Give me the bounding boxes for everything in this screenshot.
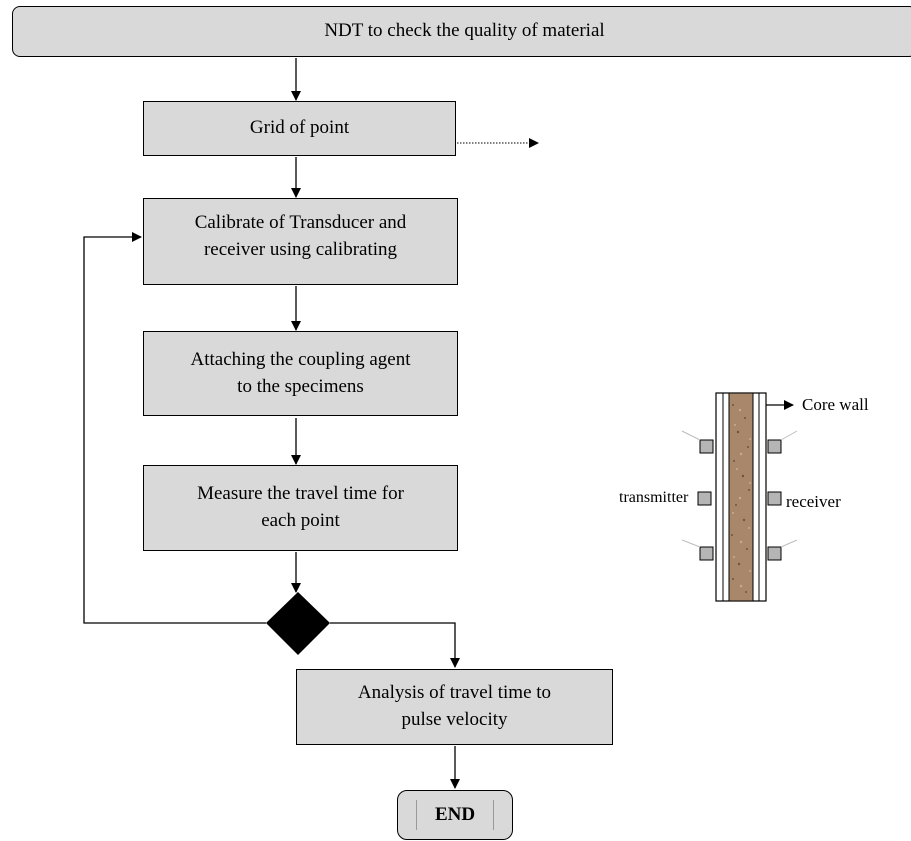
title-box: NDT to check the quality of material (12, 6, 911, 57)
right-pad-mid (767, 491, 782, 506)
end-text: END (415, 799, 495, 831)
measure-text-line1: Measure the travel time for (197, 483, 404, 505)
arrow-decision-to-analysis (330, 622, 460, 668)
calibrate-text-line2: receiver using calibrating (203, 238, 398, 260)
core-wall-label: Core wall (802, 395, 869, 414)
attach-text-line2: to the specimens (237, 375, 364, 397)
calibrate-box: Calibrate of Transducer and receiver usi… (143, 198, 458, 285)
left-pad-mid (697, 491, 712, 506)
decision-diamond (266, 592, 330, 655)
attach-text-line1: Attaching the coupling agent (190, 348, 411, 370)
grid-of-point-box: Grid of point (143, 101, 456, 156)
analysis-box: Analysis of travel time to pulse velocit… (296, 669, 613, 745)
attach-coupling-box: Attaching the coupling agent to the spec… (143, 331, 458, 416)
transmitter-label: transmitter (619, 489, 689, 506)
specimen-drawing (681, 392, 798, 602)
measure-travel-time-box: Measure the travel time for each point (143, 465, 458, 551)
end-terminator: END (397, 790, 513, 840)
measure-text-line2: each point (261, 510, 340, 531)
left-pad-bottom (699, 546, 714, 561)
analysis-text-line1: Analysis of travel time to (357, 682, 552, 704)
analysis-text-line2: pulse velocity (401, 709, 508, 730)
right-pad-top (767, 439, 782, 454)
left-pad-top (699, 439, 714, 454)
calibrate-text-line1: Calibrate of Transducer and (194, 212, 407, 233)
grid-of-point-text: Grid of point (249, 117, 350, 139)
specimen-core (728, 392, 754, 602)
loop-back-line (83, 232, 266, 624)
receiver-label: receiver (786, 492, 841, 511)
sample-grid-lines (562, 126, 886, 331)
right-pad-bottom (767, 546, 782, 561)
title-text: NDT to check the quality of material (324, 20, 605, 42)
